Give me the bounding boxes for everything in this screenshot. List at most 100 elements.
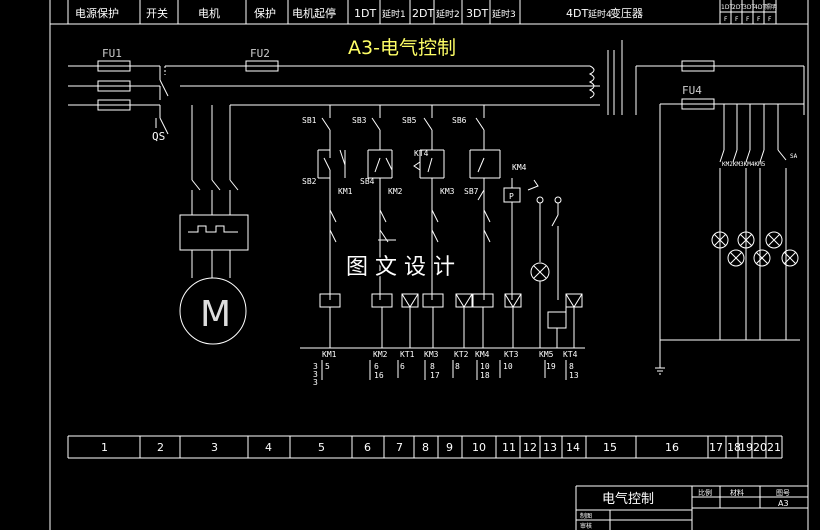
coil-refs: 5 6 16 6 8 17 8 10 18 10 19 8 13 3 3 3 [313,362,579,387]
coil-ref: 16 [374,371,384,380]
header-cell: 变压器 [610,6,643,20]
sb7-label: SB7 [464,187,479,196]
coil-ref: 3 [313,378,318,387]
sa-label: SA [790,153,798,160]
tb-scale: 比例 [698,488,712,497]
lamp-km-labels: KM2KM3KM4KM5 [722,161,766,168]
coil-ref: 10 [480,362,490,371]
sb1-label: SB1 [302,116,317,125]
km3-label: KM3 [440,187,455,196]
tb-material: 材料 [730,488,744,497]
mini-label: 照明 [765,4,777,11]
header-dividers [67,0,777,24]
footer-numbers: 1 2 3 4 5 6 7 8 9 10 11 12 13 14 15 16 1… [101,441,781,454]
footer-number: 14 [566,441,580,454]
coil-ref: 8 [455,362,460,371]
sb5-label: SB5 [402,116,417,125]
qs-label: QS [152,130,165,143]
header-cell: 开关 [146,6,168,20]
footer-number: 16 [665,441,679,454]
footer-number: 5 [318,441,325,454]
coil-name: KT2 [454,350,469,359]
footer-number: 6 [364,441,371,454]
header-cell: 3DT [466,7,488,20]
footer-number: 20 [753,441,767,454]
coil-ref: 10 [503,362,513,371]
footer-grid [67,435,783,459]
contact-labels: SB1 SB2 SB3 SB4 SB5 SB6 SB7 KT4 KM1 KM2 … [302,116,798,201]
motor-label: M [200,294,231,335]
tb-drawing-no: 图号 [776,489,790,497]
mini-sub: F [724,16,728,23]
indicator-lamps [711,231,799,267]
footer-number: 2 [157,441,164,454]
footer-number: 15 [603,441,617,454]
coil-ref: 8 [430,362,435,371]
coil-ref: 6 [374,362,379,371]
coil-names: KM1 KM2 KT1 KM3 KT2 KM4 KT3 KM5 KT4 [322,350,578,359]
drawing-title: A3-电气控制 [348,37,456,59]
sb2-label: SB2 [302,177,317,186]
coil-ref: 3 [313,362,318,371]
coil-ref: 18 [480,371,490,380]
header-text: 电源保护 开关 电机 保护 电机起停 1DT 延时1 2DT 延时2 3DT 延… [75,6,643,20]
coil-name: KM1 [322,350,337,359]
sb3-label: SB3 [352,116,367,125]
footer-number: 19 [739,441,753,454]
coil-name: KT4 [563,350,578,359]
coil-ref: 17 [430,371,440,380]
fu2-fuse [245,60,279,72]
footer-number: 18 [727,441,741,454]
footer-number: 8 [422,441,429,454]
coil-ref: 6 [400,362,405,371]
header-cell: 电机起停 [292,6,336,20]
mini-label: 3DT [743,4,755,11]
header-cell: 1DT [354,7,376,20]
footer-number: 17 [709,441,723,454]
tb-checked: 审核 [580,522,592,530]
footer-number: 4 [265,441,272,454]
fu4-label: FU4 [682,84,702,97]
header-cell: 电源保护 [75,6,119,20]
coil-name: KT1 [400,350,415,359]
power-bus [68,65,600,106]
header-cell: 电机 [198,6,220,20]
footer-number: 13 [543,441,557,454]
control-contacts [317,105,567,348]
footer-number: 1 [101,441,108,454]
p-label: P [509,192,514,201]
coil-name: KM2 [373,350,388,359]
km4-label: KM4 [512,163,527,172]
sb4-label: SB4 [360,177,375,186]
header-cell: 2DT [412,7,434,20]
coil-ref: 3 [313,370,318,379]
tb-drawn: 制图 [580,512,592,520]
lamp-panel [635,60,805,375]
footer-number: 21 [767,441,781,454]
coil-name: KM4 [475,350,490,359]
fu1-label: FU1 [102,47,122,60]
motor-branch [179,105,249,278]
sb6-label: SB6 [452,116,467,125]
header-cell: 延时3 [492,8,516,20]
coil-ref: 19 [546,362,556,371]
transformer [588,40,623,115]
mini-sub: F [735,16,739,23]
mini-sub: F [757,16,761,23]
component-labels: FU1 FU2 FU4 QS M [102,47,702,335]
watermark: 图 文 设 计 [346,255,455,280]
coil-name: KM3 [424,350,439,359]
km2-label: KM2 [388,187,403,196]
mini-label: 4DT [754,4,766,11]
coil-name: KT3 [504,350,519,359]
footer-number: 7 [396,441,403,454]
kt4-label: KT4 [414,149,429,158]
mini-sub: F [768,16,772,23]
header-cell: 保护 [254,6,276,20]
footer-number: 12 [523,441,537,454]
tb-name: 电气控制 [602,491,654,507]
coil-ref: 8 [569,362,574,371]
header-cell: 延时1 [382,8,406,20]
footer-number: 9 [446,441,453,454]
title-block-text: 电气控制 比例 材料 图号 A3 制图 审核 [580,488,790,530]
